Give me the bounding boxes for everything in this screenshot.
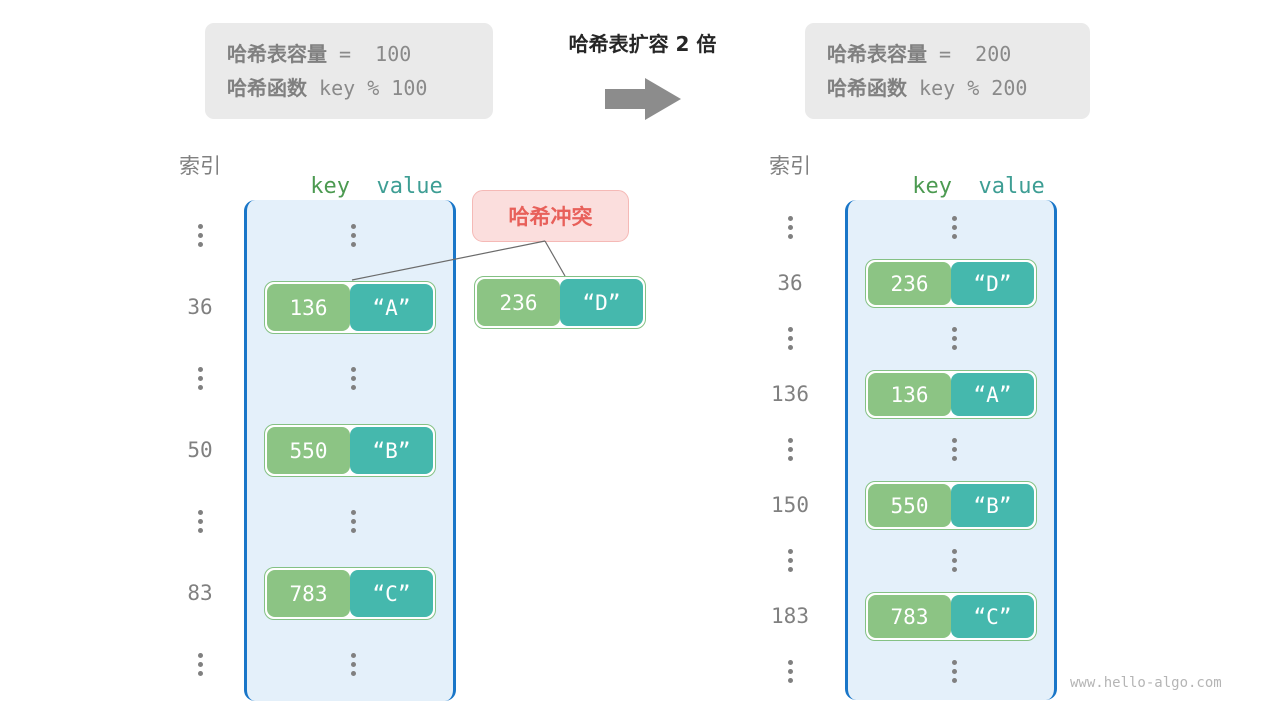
ellipsis-dots-row-6 xyxy=(951,549,957,573)
capacity-value: = 200 xyxy=(927,42,1012,66)
hashfunc-label: 哈希函数 xyxy=(227,76,307,100)
ellipsis-dots-row-0 xyxy=(350,224,356,248)
table-row: 236“D” xyxy=(865,259,1037,308)
ellipsis-dots-index-4 xyxy=(787,438,793,462)
index-ellipsis xyxy=(750,200,830,256)
index-ellipsis xyxy=(160,343,240,415)
table-row: 550“B” xyxy=(264,424,436,477)
value-cell: “C” xyxy=(951,595,1034,638)
collision-entry-pair: 236 “D” xyxy=(474,276,646,329)
right-index-column: 36 136 150 183 xyxy=(750,200,830,700)
collision-value-cell: “D” xyxy=(560,279,643,326)
table-row xyxy=(848,311,1060,367)
left-header-key: key xyxy=(310,174,350,199)
value-cell: “D” xyxy=(951,262,1034,305)
index-ellipsis xyxy=(750,422,830,478)
table-row xyxy=(247,486,459,558)
right-header-index: 索引 xyxy=(769,154,811,178)
info-box-before: 哈希表容量 = 100 哈希函数 key % 100 xyxy=(205,23,493,119)
table-row: 783“C” xyxy=(264,567,436,620)
key-cell: 550 xyxy=(267,427,350,474)
ellipsis-dots-row-2 xyxy=(951,327,957,351)
index-ellipsis xyxy=(160,629,240,701)
capacity-label: 哈希表容量 xyxy=(827,42,927,66)
ellipsis-dots-row-2 xyxy=(350,367,356,391)
ellipsis-dots-index-4 xyxy=(197,510,203,534)
table-row: 550“B” xyxy=(865,481,1037,530)
hash-table-before: 136“A” 550“B” 783“C” xyxy=(244,200,456,701)
index-ellipsis xyxy=(750,533,830,589)
hashfunc-value: key % 200 xyxy=(907,76,1028,100)
ellipsis-dots-row-4 xyxy=(951,438,957,462)
collision-label: 哈希冲突 xyxy=(508,205,593,229)
key-cell: 136 xyxy=(868,373,951,416)
value-cell: “A” xyxy=(951,373,1034,416)
capacity-label: 哈希表容量 xyxy=(227,42,327,66)
ellipsis-dots-row-6 xyxy=(350,653,356,677)
collision-key-cell: 236 xyxy=(477,279,560,326)
value-cell: “B” xyxy=(350,427,433,474)
index-ellipsis xyxy=(750,311,830,367)
connector-line-to-outside-entry xyxy=(544,240,566,277)
table-row xyxy=(848,200,1060,256)
left-header-value: value xyxy=(376,174,443,199)
hashfunc-value: key % 100 xyxy=(307,76,428,100)
left-index-column: 36 50 83 xyxy=(160,200,240,701)
info-line-capacity-after: 哈希表容量 = 200 xyxy=(827,37,1068,71)
table-row: 136“A” xyxy=(865,370,1037,419)
hash-table-after: 236“D” 136“A” 550“B” 783“C” xyxy=(845,200,1057,700)
value-cell: “A” xyxy=(350,284,433,331)
key-cell: 236 xyxy=(868,262,951,305)
index-ellipsis xyxy=(160,200,240,272)
ellipsis-dots-index-6 xyxy=(787,549,793,573)
index-ellipsis xyxy=(750,644,830,700)
key-cell: 783 xyxy=(267,570,350,617)
info-line-hashfunc-after: 哈希函数 key % 200 xyxy=(827,71,1068,105)
arrow-right-icon xyxy=(605,78,681,120)
ellipsis-dots-row-0 xyxy=(951,216,957,240)
table-row xyxy=(848,533,1060,589)
left-header-keyvalue: key value xyxy=(235,149,465,224)
ellipsis-dots-index-0 xyxy=(787,216,793,240)
index-label: 150 xyxy=(771,493,809,518)
ellipsis-dots-index-8 xyxy=(787,660,793,684)
ellipsis-dots-index-2 xyxy=(787,327,793,351)
ellipsis-dots-row-4 xyxy=(350,510,356,534)
right-header-key: key xyxy=(912,174,952,199)
right-header-value: value xyxy=(978,174,1045,199)
value-cell: “B” xyxy=(951,484,1034,527)
watermark: www.hello-algo.com xyxy=(1070,675,1222,691)
right-header-keyvalue: key value xyxy=(837,149,1067,224)
key-cell: 783 xyxy=(868,595,951,638)
value-cell: “C” xyxy=(350,570,433,617)
index-label: 136 xyxy=(771,382,809,407)
index-label: 83 xyxy=(187,581,213,606)
hashfunc-label: 哈希函数 xyxy=(827,76,907,100)
ellipsis-dots-index-2 xyxy=(197,367,203,391)
table-row: 783“C” xyxy=(865,592,1037,641)
ellipsis-dots-index-0 xyxy=(197,224,203,248)
capacity-value: = 100 xyxy=(327,42,412,66)
page-title: 哈希表扩容 2 倍 xyxy=(568,32,717,56)
index-ellipsis xyxy=(160,486,240,558)
info-line-hashfunc-before: 哈希函数 key % 100 xyxy=(227,71,471,105)
index-label: 50 xyxy=(187,438,213,463)
ellipsis-dots-index-6 xyxy=(197,653,203,677)
table-row: 136“A” xyxy=(264,281,436,334)
table-row xyxy=(247,629,459,701)
index-label: 36 xyxy=(777,271,803,296)
info-box-after: 哈希表容量 = 200 哈希函数 key % 200 xyxy=(805,23,1090,119)
table-row xyxy=(247,200,459,272)
key-cell: 136 xyxy=(267,284,350,331)
table-row xyxy=(247,343,459,415)
index-label: 183 xyxy=(771,604,809,629)
index-label: 36 xyxy=(187,295,213,320)
info-line-capacity-before: 哈希表容量 = 100 xyxy=(227,37,471,71)
key-cell: 550 xyxy=(868,484,951,527)
table-row xyxy=(848,644,1060,700)
collision-badge: 哈希冲突 xyxy=(472,190,629,242)
ellipsis-dots-row-8 xyxy=(951,660,957,684)
left-header-index: 索引 xyxy=(179,154,221,178)
table-row xyxy=(848,422,1060,478)
